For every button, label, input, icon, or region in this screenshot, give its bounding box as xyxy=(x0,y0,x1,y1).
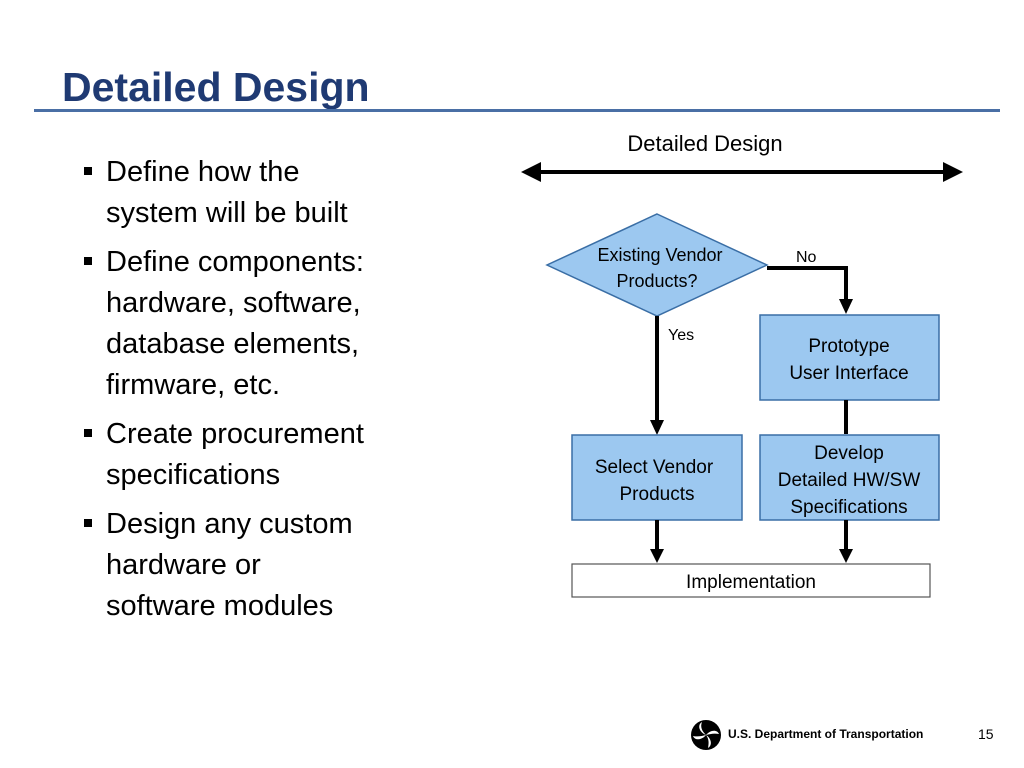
bullet-square-icon xyxy=(84,167,92,175)
no-label: No xyxy=(796,249,817,266)
prototype-line-1: Prototype xyxy=(808,336,889,357)
implementation-label: Implementation xyxy=(686,572,816,593)
bullet-line: Create procurement xyxy=(106,418,364,450)
arrowhead xyxy=(839,299,853,314)
implementation-box xyxy=(571,563,931,598)
develop-line-2: Detailed HW/SW xyxy=(778,470,921,491)
bullet-line: specifications xyxy=(106,459,281,491)
prototype-line-2: User Interface xyxy=(789,363,908,384)
arrowhead xyxy=(839,549,853,563)
bullet-line: hardware, software, xyxy=(106,287,361,319)
decision-line-1: Existing Vendor xyxy=(597,245,722,265)
bullet-line: software modules xyxy=(106,590,334,622)
bullet-line: Define how the xyxy=(106,156,300,188)
slide-title: Detailed Design xyxy=(62,64,370,110)
span-label: Detailed Design xyxy=(627,131,782,156)
bullet-line: database elements, xyxy=(106,328,360,360)
decision-line-2: Products? xyxy=(616,271,697,291)
bullet-line: system will be built xyxy=(106,197,348,229)
select-vendor-line-2: Products xyxy=(620,484,695,505)
no-connector xyxy=(767,266,848,300)
bullet-square-icon xyxy=(84,519,92,527)
title-divider xyxy=(34,109,1000,112)
dot-logo-icon xyxy=(691,720,721,750)
arrowhead xyxy=(650,549,664,563)
bullet-item: Define components: hardware, software, dat… xyxy=(84,242,424,406)
bullet-line: hardware or xyxy=(106,549,261,581)
page-number: 15 xyxy=(978,726,994,742)
yes-label: Yes xyxy=(668,327,694,344)
bullet-square-icon xyxy=(84,429,92,437)
select-vendor-line-1: Select Vendor xyxy=(595,457,714,478)
bullet-line: Define components: xyxy=(106,246,364,278)
bullet-item: Design any custom hardware or software mod… xyxy=(84,504,424,627)
decision-diamond xyxy=(545,213,769,317)
develop-box xyxy=(759,434,940,521)
bullet-item: Create procurement specifications xyxy=(84,414,424,496)
bullet-line: Design any custom xyxy=(106,508,353,540)
bullet-item: Define how the system will be built xyxy=(84,152,424,234)
bullet-list: Define how the system will be built Defin… xyxy=(84,152,424,635)
double-arrow xyxy=(521,162,963,182)
arrowhead xyxy=(650,420,664,435)
develop-line-3: Specifications xyxy=(790,497,907,518)
bullet-line: firmware, etc. xyxy=(106,369,281,401)
bullet-square-icon xyxy=(84,257,92,265)
footer-department: U.S. Department of Transportation xyxy=(728,727,924,741)
prototype-box xyxy=(759,314,940,401)
develop-line-1: Develop xyxy=(814,443,884,464)
